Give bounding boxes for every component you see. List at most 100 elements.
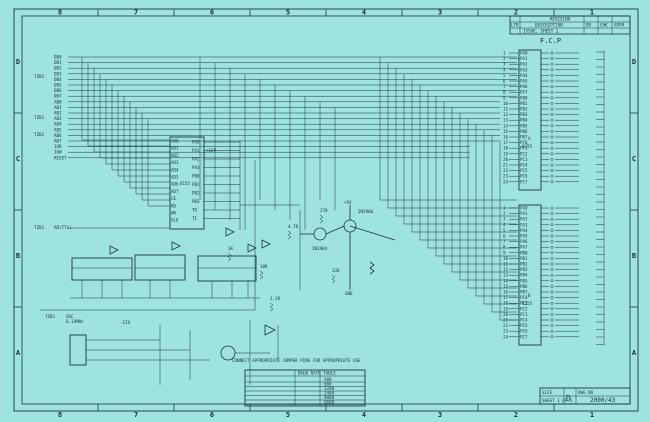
ic-8155-pin: AD7: [171, 189, 179, 194]
right-connectors: [596, 50, 605, 345]
ic-pin-label: PC2: [520, 306, 528, 311]
jumper-note: CONNECT APPROPRIATE JUMPER PINS FOR APPR…: [232, 358, 361, 363]
baud-table-title: BAUD RATE TABLE: [298, 371, 336, 376]
left-signal-bus-ctrl: TZB1: [34, 132, 45, 137]
ic-upper-label: A: [528, 136, 531, 141]
ic-8155-pin: AD5: [171, 175, 179, 180]
transistor-q1-label: 2N3904: [312, 246, 328, 251]
ic-pin-num: 22: [503, 323, 509, 328]
ic-pin-label: PB3: [520, 112, 528, 117]
resistor-label: 2.2K: [270, 296, 281, 301]
zone-col-top: 5: [286, 9, 290, 17]
ic-pin-num: 11: [503, 262, 509, 267]
ic-pin-label: PB5: [520, 278, 528, 283]
left-signal-label: DB4: [54, 77, 62, 82]
ic-pin-num: 1: [503, 206, 506, 211]
zone-col-top: 2: [514, 9, 518, 17]
ic-pin-label: PC3: [520, 157, 528, 162]
ic-lower-label: B: [528, 293, 531, 298]
left-signal-label: AB0: [54, 99, 62, 104]
rev-entry: ISSUE, SHEET 1: [523, 29, 559, 34]
ic-pin-label: PA1: [520, 211, 528, 216]
ic-pin-num: 1: [503, 51, 506, 56]
ic-pin-num: 14: [503, 123, 509, 128]
ic-pin-num: 19: [503, 151, 509, 156]
ic-pin-label: PA2: [520, 217, 528, 222]
supply-label: -12V: [120, 320, 131, 325]
left-signal-label: AB4: [54, 122, 62, 127]
left-signal-bus-addr: TZB1: [34, 115, 45, 120]
transistor-section: 2N3904 2N3906: [299, 205, 396, 290]
ic-pin-label: PB4: [520, 118, 528, 123]
baud-row: 9600: [324, 400, 335, 405]
ic-pin-label: PC0: [520, 295, 528, 300]
ic-8155-pin-right: PA2: [192, 157, 200, 162]
baud-row: 4800: [324, 395, 335, 400]
ic-8155: AD0AD1AD2AD3AD4AD5AD6AD7CERDWRALEPA0PA1P…: [169, 136, 205, 230]
ic-pin-label: PC2: [520, 151, 528, 156]
zone-col-top: 7: [134, 9, 138, 17]
baud-row: 300: [324, 377, 332, 382]
zone-col-bottom: 7: [134, 411, 138, 419]
ic-pin-label: PC1: [520, 146, 528, 151]
left-signal-label: IOW: [54, 150, 62, 155]
rev-col-appr: APPR: [614, 23, 625, 28]
baud-row: 2400: [324, 391, 335, 396]
zone-row-right: C: [632, 155, 636, 163]
ic-pin-label: PA7: [520, 90, 528, 95]
ic-pin-num: 2: [503, 56, 506, 61]
title-size-value: D: [566, 394, 571, 403]
ic-8155-pin: RD: [171, 203, 177, 208]
header-tag: F.C.P: [540, 37, 561, 45]
ic-pin-label: PC5: [520, 323, 528, 328]
ic-pin-label: PB5: [520, 123, 528, 128]
ic-pin-num: 21: [503, 318, 509, 323]
ic-8155-pin: CE: [171, 196, 177, 201]
ic-8155-name: 8155: [180, 181, 191, 186]
title-size-label: SIZE: [542, 390, 553, 395]
left-signal-bus-misc: TZB1: [34, 225, 45, 230]
ic-8155-pin: WR: [171, 211, 177, 216]
ic-8255-upper: PA01PA12PA23PA34PA45PA56PA67PA78PB09PB11…: [503, 49, 579, 191]
ic-pin-label: PC1: [520, 301, 528, 306]
ic-upper-name: 8255: [522, 144, 533, 149]
ic-pin-label: PB1: [520, 101, 528, 106]
ic-pin-num: 17: [503, 295, 509, 300]
ic-pin-num: 19: [503, 306, 509, 311]
ic-pin-label: PB0: [520, 250, 528, 255]
ic-pin-num: 24: [503, 179, 509, 184]
ic-pin-num: 3: [503, 62, 506, 67]
zone-col-bottom: 4: [362, 411, 366, 419]
zone-row-left: D: [16, 58, 20, 66]
ic-pin-label: PB2: [520, 262, 528, 267]
ic-pin-label: PC6: [520, 174, 528, 179]
ic-pin-label: PA5: [520, 79, 528, 84]
zone-row-left: A: [16, 349, 21, 357]
ic-pin-num: 3: [503, 217, 506, 222]
ic-pin-num: 23: [503, 174, 509, 179]
ic-pin-num: 20: [503, 157, 509, 162]
ic-pin-num: 2: [503, 211, 506, 216]
rev-col-desc: DESCRIPTION: [535, 23, 563, 28]
ic-pin-num: 4: [503, 222, 506, 227]
ic-8255-lower: PA01PA12PA23PA34PA45PA56PA67PA78PB09PB11…: [503, 204, 579, 346]
supply-label: GND: [345, 291, 353, 296]
supply-label: +5V: [344, 200, 352, 205]
ic-8155-pin: AD4: [171, 167, 179, 172]
zone-col-top: 1: [590, 9, 594, 17]
ic-pin-num: 5: [503, 228, 506, 233]
ic-pin-num: 7: [503, 84, 506, 89]
baud-row: 1200: [324, 386, 335, 391]
resistor-label: 1K: [228, 246, 234, 251]
ic-pin-num: 9: [503, 250, 506, 255]
ic-pin-num: 23: [503, 329, 509, 334]
ic-pin-label: PA2: [520, 62, 528, 67]
ic-pin-num: 8: [503, 90, 506, 95]
left-signal-labels: DB0DB1DB2DB3DB4DB5DB6DB7AB0AB1AB2AB3AB4A…: [34, 55, 72, 231]
zone-col-bottom: 1: [590, 411, 594, 419]
zone-col-bottom: 5: [286, 411, 290, 419]
zone-row-right: D: [632, 58, 636, 66]
